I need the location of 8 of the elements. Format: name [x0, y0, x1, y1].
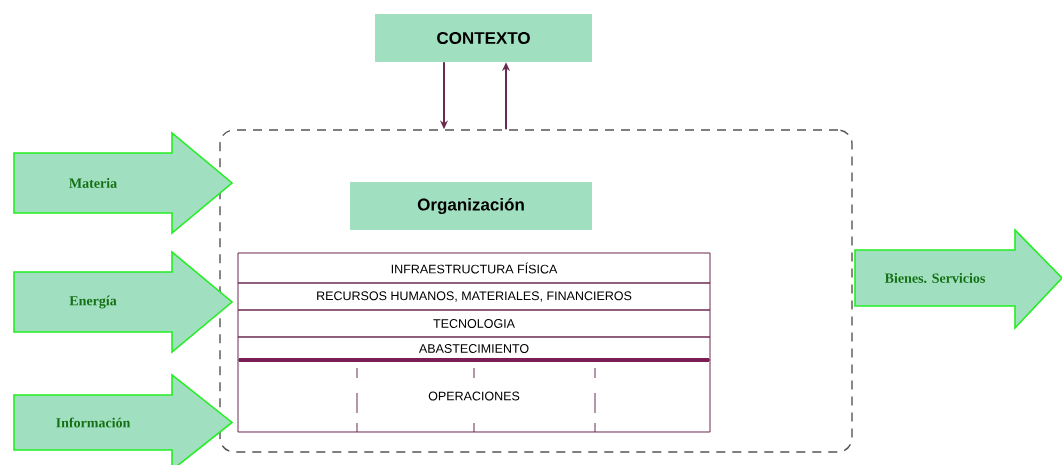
table-row: OPERACIONES [237, 359, 711, 433]
title-box: CONTEXTO [375, 14, 592, 62]
table-row: INFRAESTRUCTURA FÍSICA [237, 252, 711, 284]
dashed-boundary [219, 129, 853, 453]
table-row: ABASTECIMIENTO [237, 336, 711, 361]
table-row: TECNOLOGIA [237, 309, 711, 338]
table-row: RECURSOS HUMANOS, MATERIALES, FINANCIEROS [237, 282, 711, 311]
title-box: Organización [350, 182, 592, 230]
